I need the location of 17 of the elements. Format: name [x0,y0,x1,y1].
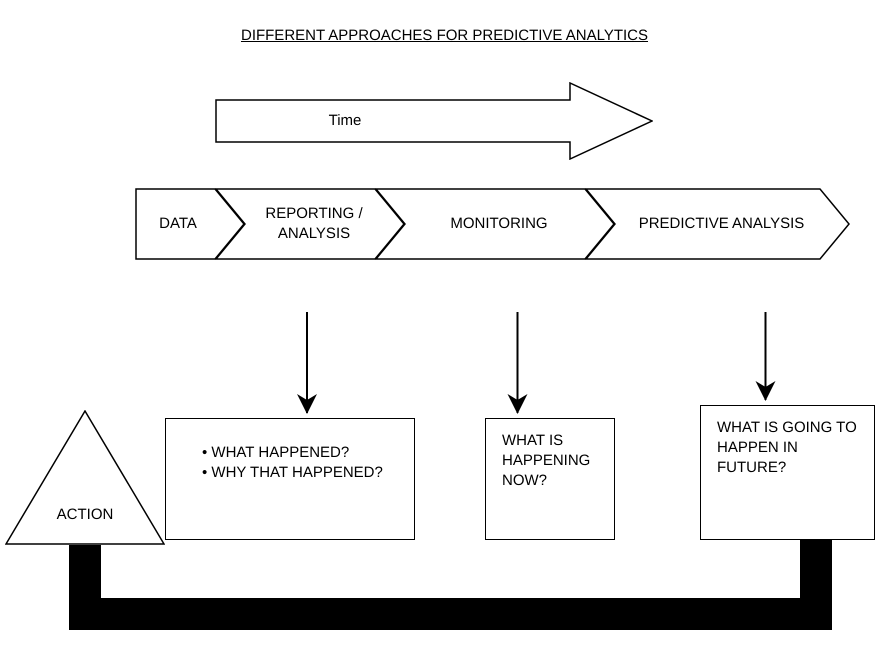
text-box [700,405,875,540]
diagram-title: DIFFERENT APPROACHES FOR PREDICTIVE ANALYTICS [240,27,648,44]
arrow [297,312,317,414]
bullet-item: • WHY THAT HAPPENED? [202,463,384,483]
triangle-label: ACTION [56,505,114,525]
box-text: WHAT IS HAPPENING NOW? [502,431,592,491]
arrow [508,312,528,414]
box-text: WHAT IS GOING TO HAPPEN IN FUTURE? [717,418,858,478]
stage-label: PREDICTIVE ANALYSIS [638,214,804,234]
bullet-item: • WHAT HAPPENED? [202,443,350,463]
connector-bar [69,540,832,630]
arrow-label: Time [328,111,362,131]
stage-label: REPORTING / ANALYSIS [264,204,364,244]
arrow [756,312,776,401]
text-box [165,418,415,540]
stage-label: DATA [159,214,197,234]
text-box [485,418,615,540]
